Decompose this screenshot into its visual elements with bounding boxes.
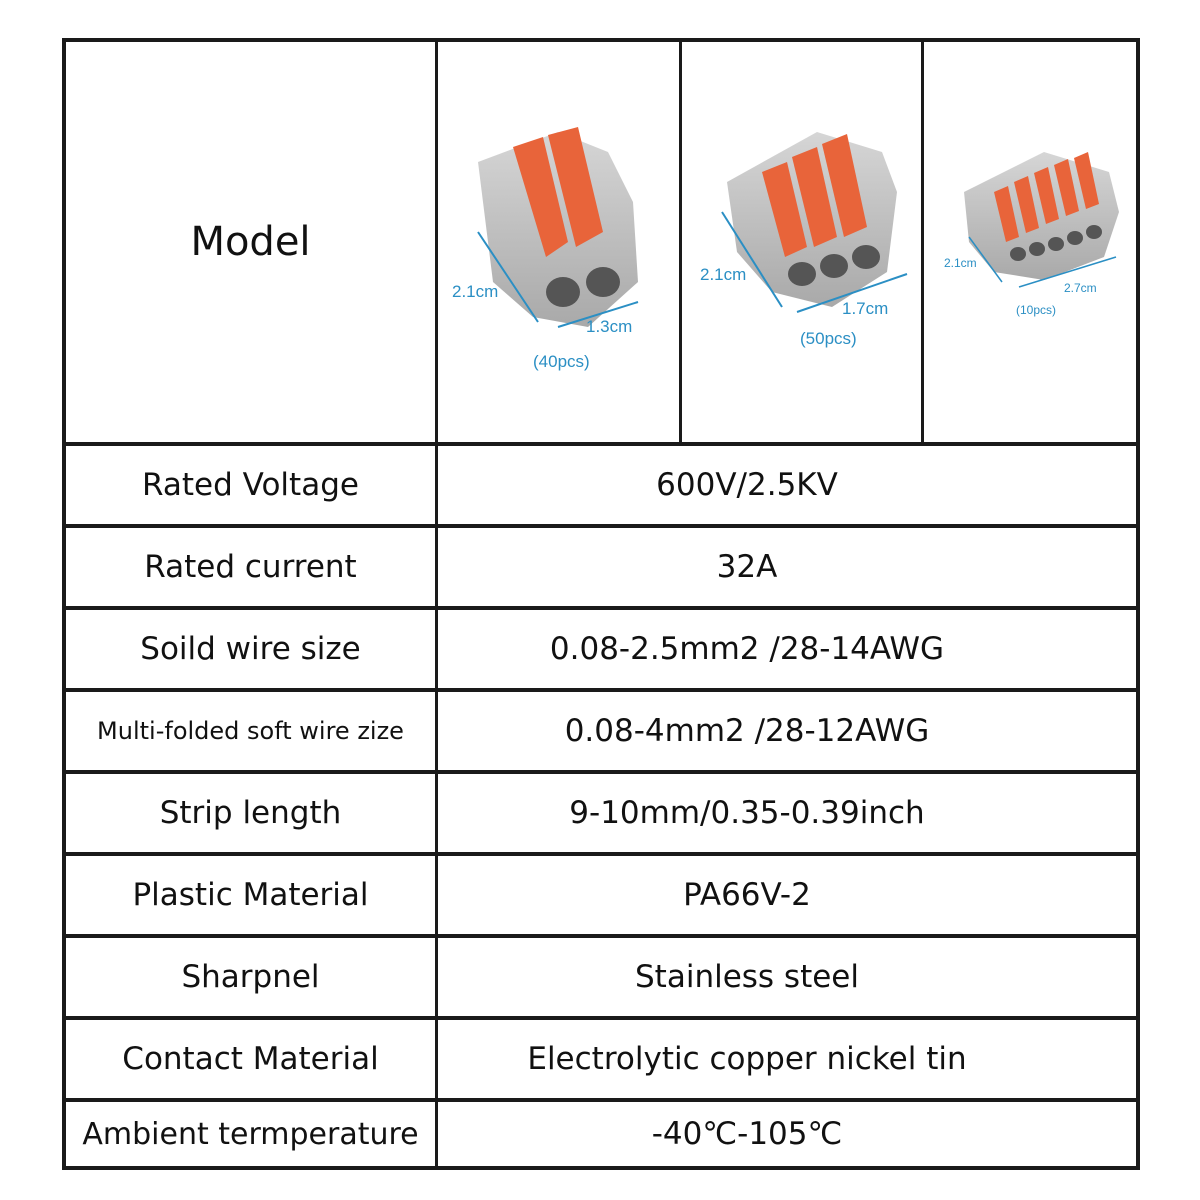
spec-value: -40℃-105℃ (651, 1116, 843, 1152)
wire-hole (1048, 237, 1064, 251)
pack-label: (50pcs) (800, 329, 857, 348)
product-cell-2-slot: 2.1cm 1.3cm (40pcs) (438, 42, 682, 442)
spec-value: 0.08-2.5mm2 /28-14AWG (549, 631, 945, 667)
spec-table: Model 2.1cm 1.3cm (40pcs) (62, 38, 1140, 1170)
lever-shape (762, 162, 807, 257)
model-label: Model (190, 219, 311, 265)
spec-label: Rated current (66, 528, 438, 606)
wire-hole (546, 277, 580, 307)
depth-label: 2.1cm (452, 282, 498, 301)
wire-hole (1010, 247, 1026, 261)
lever-shape (513, 137, 568, 257)
spec-row-contact-material: Contact Material Electrolytic copper nic… (66, 1020, 1136, 1102)
spec-value: Stainless steel (635, 959, 859, 995)
lever-shape (822, 134, 867, 237)
pack-label: (10pcs) (1016, 303, 1056, 317)
spec-label: Soild wire size (66, 610, 438, 688)
width-label: 1.7cm (842, 299, 888, 318)
spec-row-strip-length: Strip length 9-10mm/0.35-0.39inch (66, 774, 1136, 856)
connector-2-slot-image: 2.1cm 1.3cm (40pcs) (452, 127, 639, 371)
product-cell-5-slot: 2.1cm 2.7cm (10pcs) (924, 42, 1136, 442)
spec-label: Sharpnel (66, 938, 438, 1016)
spec-value: 9-10mm/0.35-0.39inch (569, 795, 925, 831)
depth-dimension-line (968, 236, 1003, 283)
depth-label: 2.1cm (700, 265, 746, 284)
lever-shape (1034, 167, 1059, 224)
wire-hole (852, 245, 880, 269)
lever-shape (994, 186, 1019, 242)
spec-row-plastic-material: Plastic Material PA66V-2 (66, 856, 1136, 938)
wire-hole (820, 254, 848, 278)
lever-shape (1054, 159, 1079, 216)
width-dimension-line (557, 301, 639, 328)
spec-label: Rated Voltage (66, 446, 438, 524)
lever-shape (1074, 152, 1099, 209)
lever-shape (548, 127, 603, 247)
wire-hole (1067, 231, 1083, 245)
wire-hole (1029, 242, 1045, 256)
model-label-cell: Model (66, 42, 438, 442)
width-dimension-line (796, 273, 908, 313)
spec-label: Multi-folded soft wire zize (66, 692, 438, 770)
spec-label: Plastic Material (66, 856, 438, 934)
spec-row-rated-voltage: Rated Voltage 600V/2.5KV (66, 446, 1136, 528)
spec-row-ambient-temperature: Ambient termperature -40℃-105℃ (66, 1102, 1136, 1166)
lever-shape (792, 147, 837, 247)
spec-row-soft-wire-size: Multi-folded soft wire zize 0.08-4mm2 /2… (66, 692, 1136, 774)
depth-label: 2.1cm (944, 256, 977, 270)
spec-value: Electrolytic copper nickel tin (527, 1041, 967, 1077)
spec-label: Contact Material (66, 1020, 438, 1098)
width-dimension-line (1018, 256, 1117, 288)
spec-row-sharpnel: Sharpnel Stainless steel (66, 938, 1136, 1020)
spec-row-solid-wire-size: Soild wire size 0.08-2.5mm2 /28-14AWG (66, 610, 1136, 692)
width-label: 2.7cm (1064, 281, 1097, 295)
spec-row-rated-current: Rated current 32A (66, 528, 1136, 610)
connector-5-slot-image: 2.1cm 2.7cm (10pcs) (944, 152, 1119, 317)
width-label: 1.3cm (586, 317, 632, 336)
connector-3-slot-image: 2.1cm 1.7cm (50pcs) (700, 132, 908, 348)
depth-dimension-line (477, 231, 539, 323)
product-cell-3-slot: 2.1cm 1.7cm (50pcs) (682, 42, 924, 442)
spec-label: Ambient termperature (66, 1102, 438, 1166)
wire-hole (586, 267, 620, 297)
wire-hole (1086, 225, 1102, 239)
spec-value: 600V/2.5KV (656, 467, 838, 503)
spec-value: 0.08-4mm2 /28-12AWG (564, 713, 930, 749)
spec-value: 32A (716, 549, 778, 585)
depth-dimension-line (721, 211, 783, 308)
model-row: Model 2.1cm 1.3cm (40pcs) (66, 42, 1136, 446)
spec-value: PA66V-2 (683, 877, 811, 913)
pack-label: (40pcs) (533, 352, 590, 371)
spec-label: Strip length (66, 774, 438, 852)
lever-shape (1014, 176, 1039, 233)
wire-hole (788, 262, 816, 286)
